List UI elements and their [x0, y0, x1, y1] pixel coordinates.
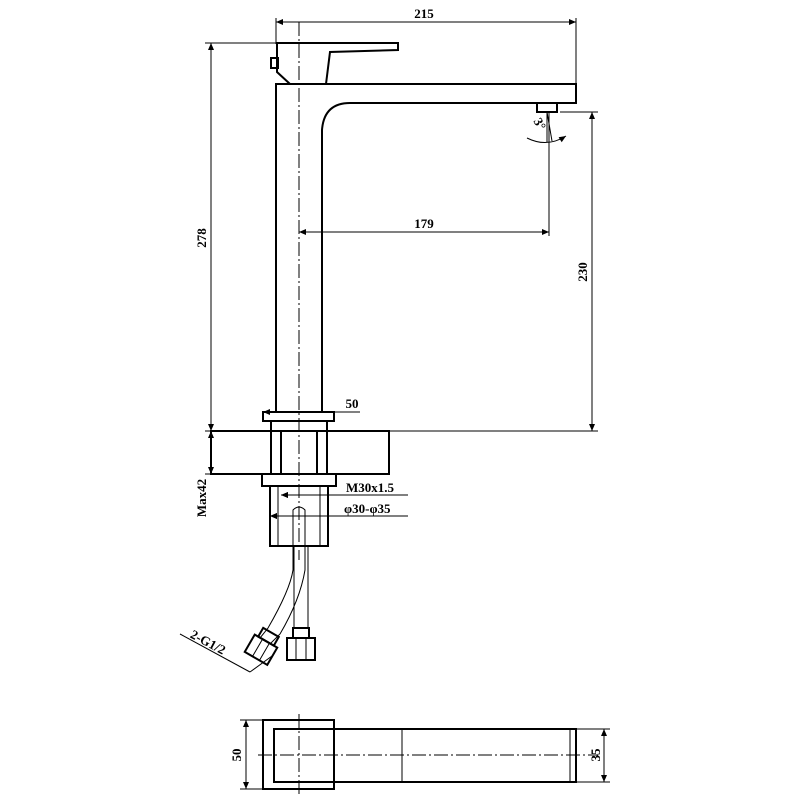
faucet-body-outline [275, 83, 577, 413]
dim-base-diameter: 50 [346, 396, 359, 411]
countertop-left [210, 430, 272, 475]
dim-overall-height: 278 [194, 228, 209, 248]
dim-plan-base-width: 50 [229, 749, 244, 762]
handle-lever [276, 42, 399, 85]
dim-plan-spout-width: 35 [588, 748, 603, 762]
hose-fitting-left [243, 626, 281, 667]
dim-spout-height: 230 [575, 262, 590, 282]
dim-hose-connection: 2-G1/2 [188, 627, 228, 658]
plan-view: 50 35 [229, 714, 610, 796]
dim-max-counter: Max42 [194, 479, 209, 517]
dimension-lines [179, 18, 598, 673]
dim-thread: M30x1.5 [346, 480, 395, 495]
hose-left [259, 545, 306, 645]
dim-spout-angle: 3° [530, 115, 549, 133]
aerator [536, 102, 558, 113]
supply-hoses [243, 545, 316, 667]
dim-hole-diameter: φ30-φ35 [344, 501, 391, 516]
dim-overall-width: 215 [414, 6, 434, 21]
dim-spout-reach: 179 [414, 216, 434, 231]
countertop-right [326, 430, 390, 475]
faucet-elevation [262, 22, 577, 560]
handle-button [270, 57, 279, 69]
hose-fitting-right [286, 627, 316, 661]
